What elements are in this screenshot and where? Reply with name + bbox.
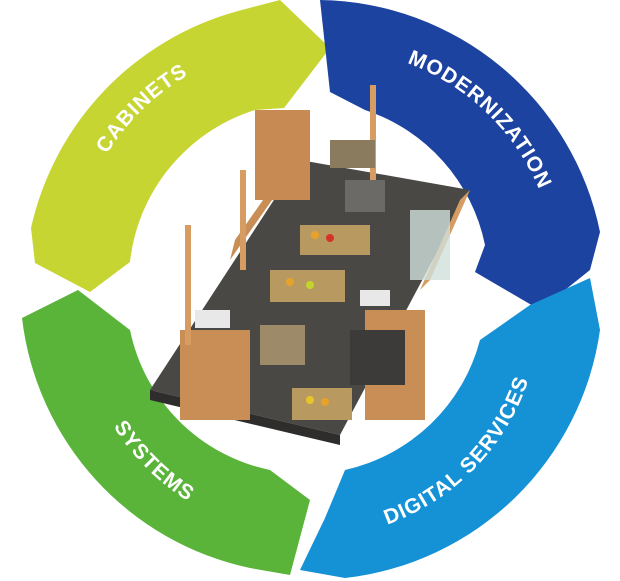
store-floorplan-illustration bbox=[150, 85, 470, 445]
produce bbox=[306, 396, 314, 404]
wood-panel-top bbox=[255, 110, 310, 200]
wood-slats-bottom-left bbox=[180, 330, 250, 420]
produce bbox=[311, 231, 319, 239]
produce bbox=[306, 281, 314, 289]
post bbox=[240, 170, 246, 270]
modernization-segment bbox=[320, 0, 600, 310]
produce bbox=[286, 278, 294, 286]
table bbox=[360, 290, 390, 306]
digital-services-segment bbox=[300, 278, 600, 578]
produce bbox=[321, 398, 329, 406]
produce bbox=[326, 234, 334, 242]
display-case bbox=[300, 225, 370, 255]
systems-segment bbox=[22, 290, 310, 575]
table bbox=[195, 310, 230, 328]
display-case bbox=[260, 325, 305, 365]
display-case bbox=[330, 140, 375, 168]
display-case bbox=[345, 180, 385, 212]
glass-wall bbox=[410, 210, 450, 280]
display-case bbox=[350, 330, 405, 385]
cabinets-segment bbox=[31, 0, 330, 292]
post bbox=[185, 225, 191, 345]
